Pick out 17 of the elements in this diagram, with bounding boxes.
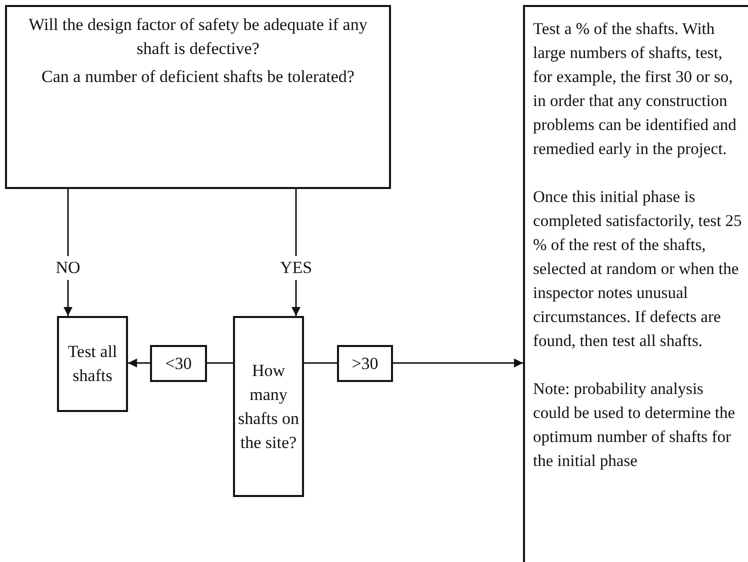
process-box <box>233 316 304 497</box>
box-text: Test all shafts <box>66 341 118 387</box>
box-text: >30 <box>352 354 378 374</box>
box-text: <30 <box>165 354 192 374</box>
box-text: Once this initial phase is completed satisfactorily, test 25 % of the rest of the shafts, selected at random or when the inspector notes unusual circumstances. If defects are found, then test all shafts. <box>533 186 743 352</box>
process-box <box>150 345 207 382</box>
box-text: How many shafts on the site? <box>237 360 300 454</box>
box-text: Test a % of the shafts. With large numbers of shafts, test, for example, the first 30 or so, in order that any construction problems can be identified and remedied early in the project. <box>533 18 738 160</box>
arrow <box>128 358 150 368</box>
process-box <box>57 316 128 412</box>
note-panel <box>523 5 748 562</box>
box-text: Will the design factor of safety be adequate if any shaft is defective? <box>28 14 368 60</box>
arrow <box>393 358 523 368</box>
box-text: Note: probability analysis could be used to determine the optimum number of shafts for the initial phase <box>533 378 736 472</box>
box-text: Can a number of deficient shafts be tolerated? <box>42 66 354 88</box>
process-box <box>337 345 393 382</box>
process-box <box>5 5 391 189</box>
